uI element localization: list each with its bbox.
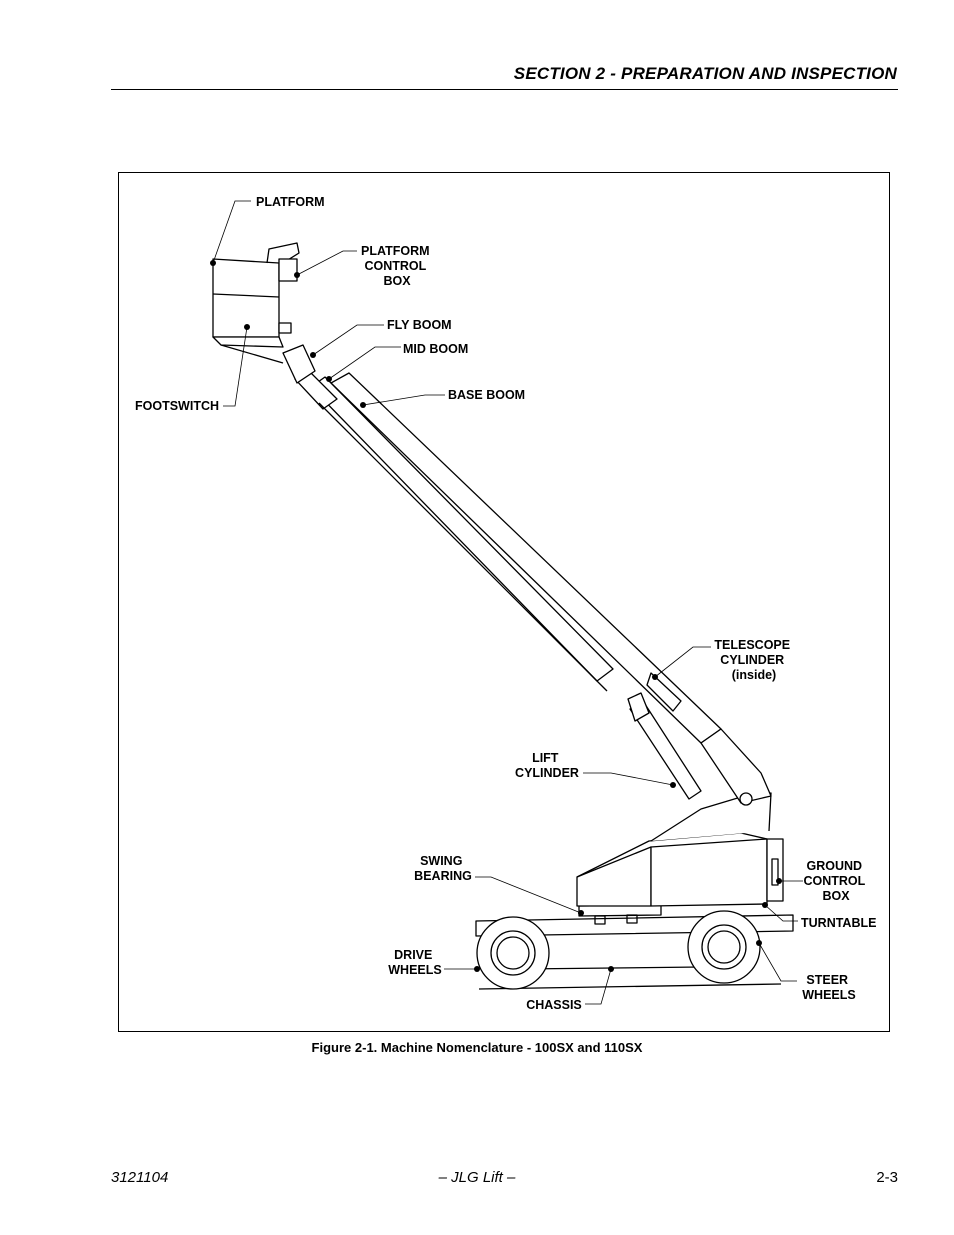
turntable-body [650,838,768,907]
label-line: CONTROL [803,874,865,888]
platform-support [220,344,284,364]
label-line: MID BOOM [403,342,468,356]
lift-cylinder-leader [583,772,674,786]
label-line: WHEELS [388,963,441,977]
section-title: SECTION 2 - PREPARATION AND INSPECTION [513,64,897,83]
label-line: PLATFORM [361,244,430,258]
label-line: BASE BOOM [448,388,525,402]
chassis-leader [585,968,612,1005]
turntable-leader [764,904,798,922]
label-platform-control-box: PLATFORM CONTROL BOX [361,244,433,288]
steer-wheels-dot [756,940,762,946]
label-line: DRIVE [394,948,432,962]
platform-bracket [278,322,292,334]
lift-cylinder-rod [627,692,650,722]
label-line: LIFT [532,751,559,765]
footswitch-dot [244,324,250,330]
header-divider [111,89,898,90]
label-footswitch: FOOTSWITCH [135,399,219,413]
label-line: TELESCOPE [714,638,790,652]
base-boom-leader [362,394,445,406]
telescope-cylinder-leader [654,646,711,678]
footer-publisher: – JLG Lift – [438,1169,516,1186]
label-fly-boom: FLY BOOM [387,318,452,332]
platform-rail [266,242,300,264]
boom-pivot-pin [739,792,753,806]
telescope-cylinder-slot [646,672,682,712]
label-line: GROUND [806,859,862,873]
label-line: BEARING [414,869,472,883]
figure-caption: Figure 2-1. Machine Nomenclature - 100SX… [311,1040,643,1055]
swing-bearing-dot [578,910,584,916]
boom-edge-line [318,402,608,692]
label-steer-wheels: STEER WHEELS [802,973,855,1002]
platform-control-box-dot [294,272,300,278]
label-line: FLY BOOM [387,318,452,332]
label-chassis: CHASSIS [526,998,582,1012]
steer-wheels-leader [758,942,797,982]
label-platform: PLATFORM [256,195,325,209]
label-line: (inside) [732,668,776,682]
turntable-front [576,846,652,907]
platform-floor [212,336,284,348]
mid-boom-dot [326,376,332,382]
ground-control-panel [771,858,779,886]
label-line: FOOTSWITCH [135,399,219,413]
label-base-boom: BASE BOOM [448,388,525,402]
bearing-bolt [626,914,638,924]
ground-control-box-dot [776,878,782,884]
label-platform-line: PLATFORM [256,195,325,209]
label-line: SWING [420,854,462,868]
mid-boom-shape [310,376,614,682]
label-line: CONTROL [364,259,426,273]
mid-boom-leader [328,346,401,380]
label-line: BOX [822,889,850,903]
boom-pivot [700,728,772,804]
bearing-bolt [594,915,606,925]
label-swing-bearing: SWING BEARING [414,854,472,883]
label-turntable: TURNTABLE [801,916,876,930]
swing-bearing-leader [475,876,582,914]
platform-midrail [212,293,280,298]
turntable-dot [762,902,768,908]
platform-leader [212,200,251,264]
footer-doc-number: 3121104 [111,1169,169,1186]
ground-control-box-shape [766,838,784,902]
machine-diagram: PLATFORM PLATFORM CONTROL BOX FLY BOOM M… [135,195,876,1012]
footer-page-number: 2-3 [876,1169,898,1186]
steer-wheel-shape [687,910,761,984]
label-drive-wheels: DRIVE WHEELS [388,948,441,977]
drive-wheels-dot [474,966,480,972]
jib-rotator [282,344,316,384]
label-line: STEER [806,973,848,987]
figure-frame: PLATFORM PLATFORM CONTROL BOX FLY BOOM M… [118,172,890,1032]
fly-boom-dot [310,352,316,358]
platform-dot [210,260,216,266]
label-line: WHEELS [802,988,855,1002]
telescope-cylinder-dot [652,674,658,680]
label-ground-control-box: GROUND CONTROL BOX [803,859,868,903]
label-line: BOX [383,274,411,288]
platform-control-box-leader [296,250,357,276]
footswitch-leader [223,326,248,407]
label-lift-cylinder: LIFT CYLINDER [515,751,579,780]
base-boom-dot [360,402,366,408]
drive-wheel-shape [476,916,550,990]
label-mid-boom: MID BOOM [403,342,468,356]
platform-control-box-shape [278,258,298,282]
label-line: CHASSIS [526,998,582,1012]
ground-line [478,983,782,990]
chassis-dot [608,966,614,972]
label-telescope-cylinder: TELESCOPE CYLINDER (inside) [714,638,793,682]
base-boom-shape [330,372,722,744]
label-line: CYLINDER [515,766,579,780]
fly-boom-leader [312,324,384,356]
swing-bearing-shape [578,904,662,917]
label-line: CYLINDER [720,653,784,667]
lift-cylinder-dot [670,782,676,788]
label-line: TURNTABLE [801,916,876,930]
